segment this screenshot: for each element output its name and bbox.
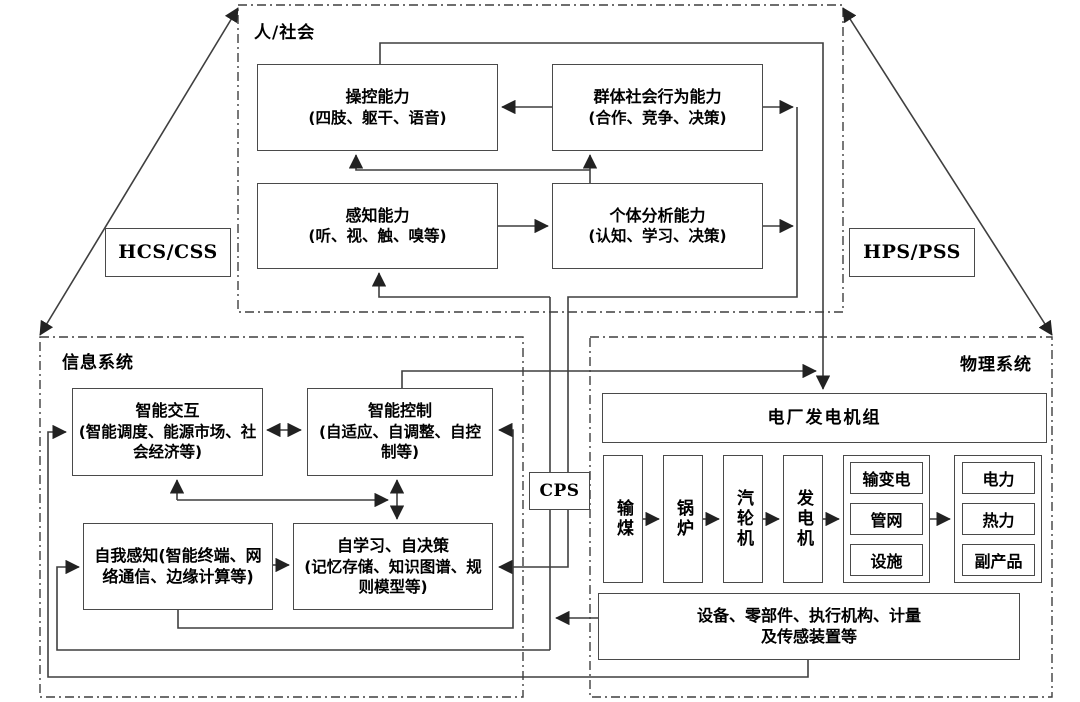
arrow-human-physical-diagonal [842,7,1053,336]
node-self-learning: 自学习、自决策 (记忆存储、知识图谱、规则模型等) [293,523,493,610]
node-individual-analysis: 个体分析能力 (认知、学习、决策) [552,183,763,269]
node-subtitle: (记忆存储、知识图谱、规则模型等) [304,557,482,596]
node-title: 自我感知(智能终端、网络通信、边缘计算等) [94,545,262,586]
human-society-label: 人/社会 [254,23,316,43]
node-subtitle: (听、视、触、嗅等) [308,227,447,246]
node-subtitle: (四肢、躯干、语音) [308,108,447,127]
node-title: 群体社会行为能力 [593,87,722,107]
node-byproducts: 副产品 [962,544,1035,576]
arrow-bus-to-perception [371,272,550,298]
node-title: 感知能力 [345,205,410,225]
arrow-bus-to-selfperception [56,559,550,651]
bus-human-to-selflearning [498,107,798,575]
group-grid-facilities: 输变电 管网 设施 [843,455,930,583]
node-transmission: 输变电 [850,462,923,494]
node-title: 智能交互 [135,401,200,421]
group-outputs: 电力 热力 副产品 [954,455,1042,583]
physical-system-label: 物理系统 [960,355,1032,375]
info-system-border [39,336,524,698]
node-subtitle: (自适应、自调整、自控制等) [318,423,482,462]
node-subtitle: (认知、学习、决策) [588,227,727,246]
hps-pss-tag: HPS/PSS [849,228,975,277]
node-group-social-ability: 群体社会行为能力 (合作、竞争、决策) [552,64,763,151]
node-generator-unit: 电厂发电机组 [602,393,1047,443]
node-control-ability: 操控能力 (四肢、躯干、语音) [257,64,498,151]
node-title: 自学习、自决策 [336,535,449,555]
node-heat-power: 热力 [962,503,1035,535]
node-self-perception: 自我感知(智能终端、网络通信、边缘计算等) [83,523,273,610]
node-electric-power: 电力 [962,462,1035,494]
node-subtitle: (智能调度、能源市场、社会经济等) [78,423,257,462]
node-steam-turbine: 汽轮机 [723,455,763,583]
node-title: 智能控制 [367,401,432,421]
arrow-selfperception-to-smartcontrol [177,422,514,629]
arrow-human-info-diagonal [39,7,239,336]
arrow-analysis-to-control [348,154,590,171]
node-title: 个体分析能力 [609,205,706,225]
node-boiler: 锅炉 [663,455,703,583]
node-title-line1: 设备、零部件、执行机构、计量 [696,605,921,625]
arrow-devices-to-interaction [47,424,809,678]
info-system-label: 信息系统 [62,353,134,373]
node-title: 操控能力 [345,87,410,107]
node-pipe-network: 管网 [850,503,923,535]
node-smart-interaction: 智能交互 (智能调度、能源市场、社会经济等) [72,388,263,476]
arrow-control-to-plant [379,42,831,390]
node-facilities: 设施 [850,544,923,576]
node-smart-control: 智能控制 (自适应、自调整、自控制等) [307,388,493,476]
hcs-css-tag: HCS/CSS [105,228,231,277]
physical-system-border [589,336,1053,698]
cps-tag: CPS [529,472,590,510]
node-title-line2: 及传感装置等 [760,626,857,646]
node-perception-ability: 感知能力 (听、视、触、嗅等) [257,183,498,269]
node-generator: 发电机 [783,455,823,583]
node-devices-sensors: 设备、零部件、执行机构、计量 及传感装置等 [598,593,1020,660]
node-coal-handling: 输煤 [603,455,643,583]
node-subtitle: (合作、竞争、决策) [588,108,727,127]
arrow-smartcontrol-to-plant [401,363,817,388]
